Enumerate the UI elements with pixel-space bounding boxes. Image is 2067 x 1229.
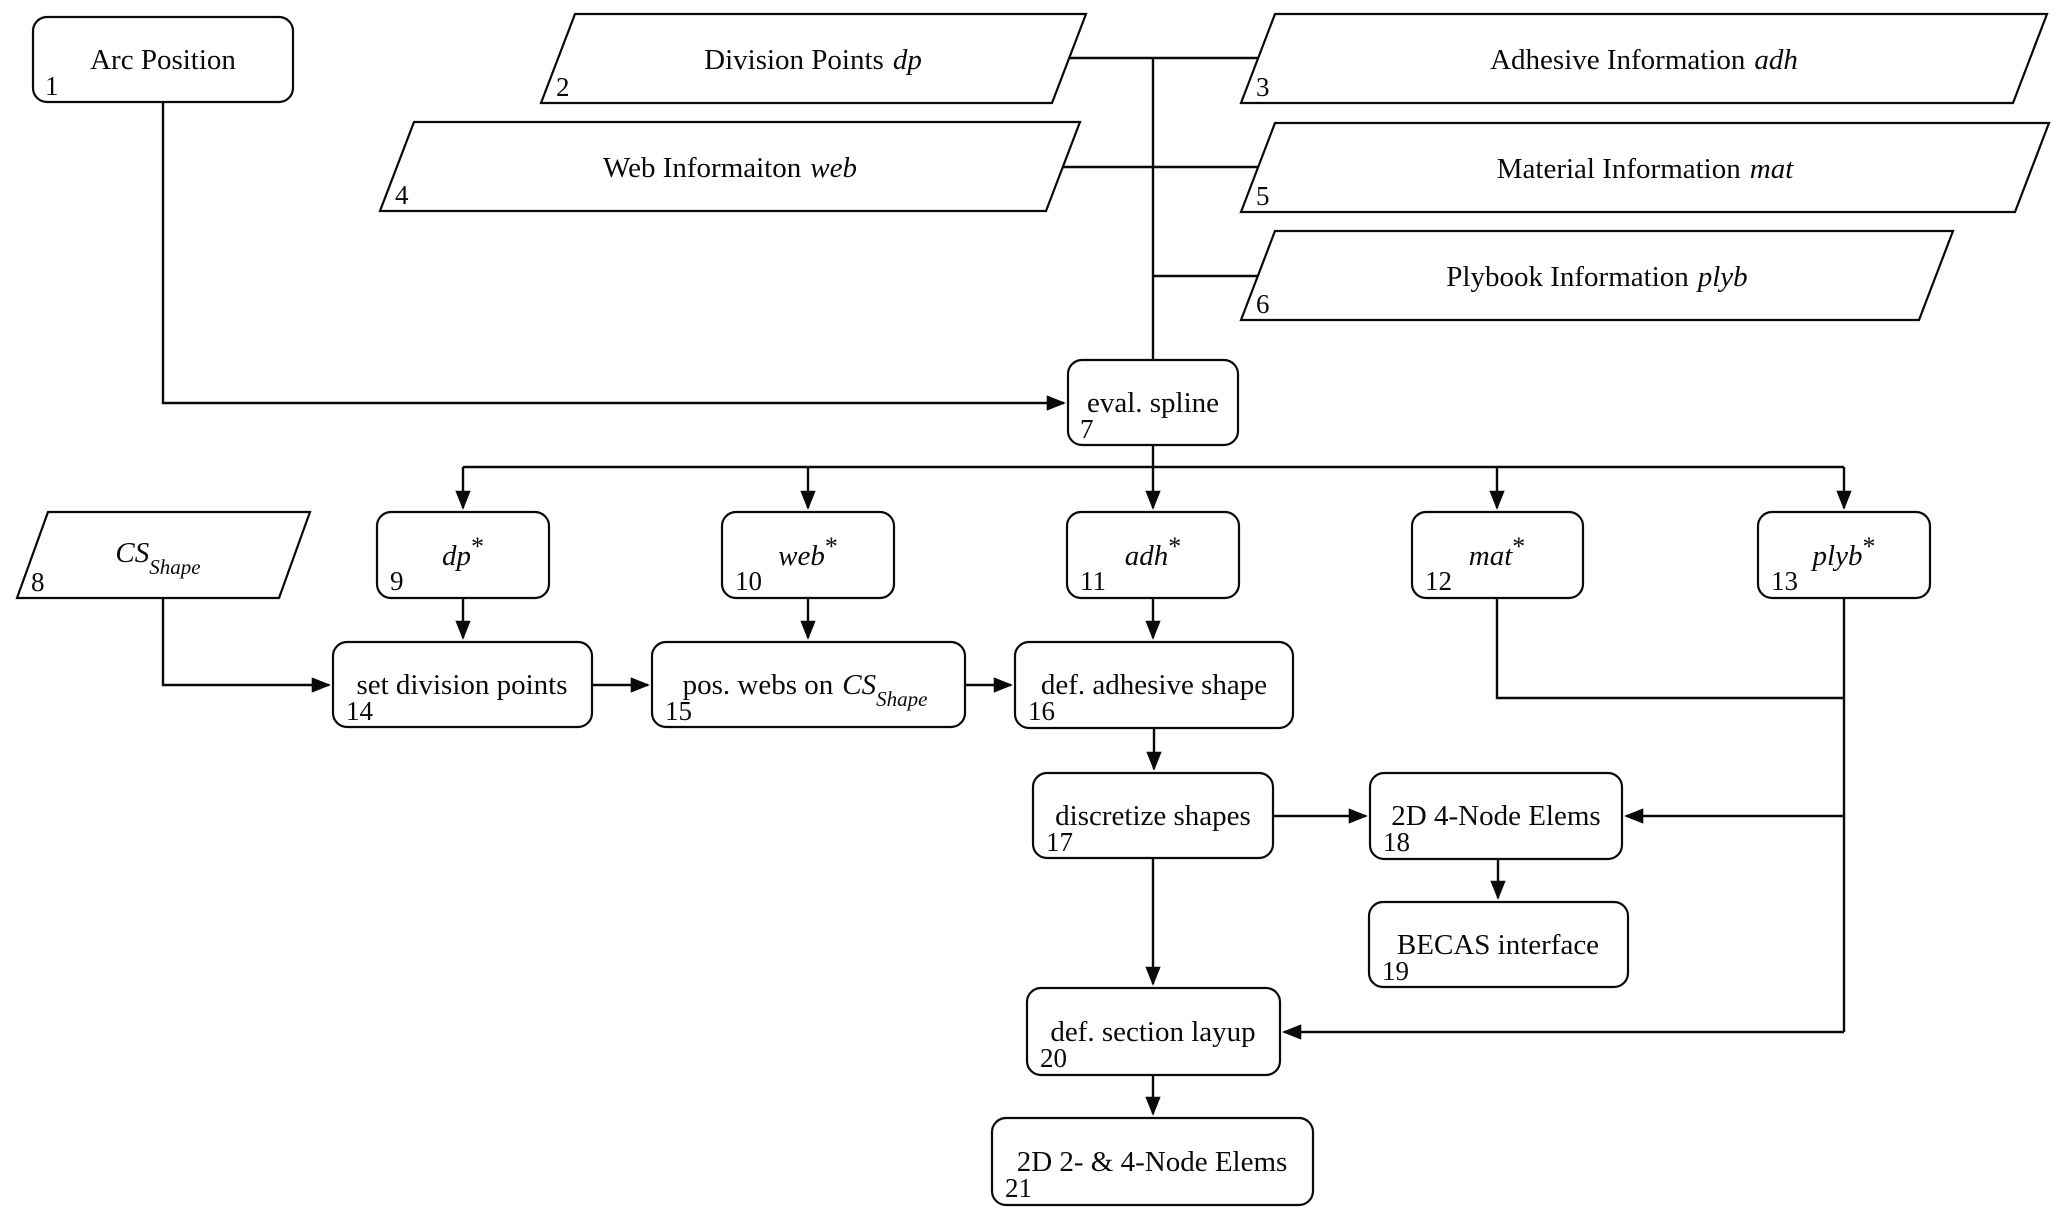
node-2d-2-4node-elems: 2D 2- & 4-Node Elems 21 xyxy=(990,1116,1315,1207)
node-def-section-layup-number: 20 xyxy=(1040,1043,1067,1073)
node-2d-4node-elems-number: 18 xyxy=(1383,827,1410,857)
node-2d-2-4node-elems-number: 21 xyxy=(1005,1173,1032,1203)
node-plybook-information-shape xyxy=(1239,229,1955,322)
node-set-division-points-number: 14 xyxy=(346,696,374,726)
node-division-points-shape xyxy=(539,12,1088,105)
node-dp-star-number: 9 xyxy=(390,566,404,596)
node-adhesive-information-shape xyxy=(1239,12,2049,105)
node-2d-2-4node-elems-label: 2D 2- & 4-Node Elems xyxy=(1017,1146,1288,1178)
node-arc-position-shape xyxy=(31,15,295,104)
node-becas-interface-number: 19 xyxy=(1382,956,1409,986)
node-mat-star-shape xyxy=(1410,510,1585,600)
node-becas-interface: BECAS interface 19 xyxy=(1367,900,1630,989)
node-becas-interface-shape xyxy=(1367,900,1630,989)
edge-mat-star-merge-rail xyxy=(1495,598,1844,700)
node-cs-shape: CSShape 8 xyxy=(15,510,312,600)
node-2d-4node-elems-shape xyxy=(1368,771,1624,861)
node-pos-webs-number: 15 xyxy=(665,696,692,726)
node-discretize-shapes-label: discretize shapes xyxy=(1055,800,1251,832)
node-dp-star: dp* 9 xyxy=(375,510,551,600)
node-web-information-number: 4 xyxy=(395,180,409,210)
node-cs-shape-shape xyxy=(15,510,312,600)
node-plyb-star-label: plyb* xyxy=(1811,532,1876,572)
node-web-star-number: 10 xyxy=(735,566,762,596)
node-eval-spline-shape xyxy=(1066,358,1240,447)
edges xyxy=(161,56,1852,1116)
node-web-star-label: web* xyxy=(778,532,838,572)
node-discretize-shapes-shape xyxy=(1031,771,1275,860)
node-adh-star-number: 11 xyxy=(1080,566,1106,596)
node-web-star: web* 10 xyxy=(720,510,896,600)
node-eval-spline-number: 7 xyxy=(1080,414,1094,444)
node-cs-shape-label: CSShape xyxy=(115,537,200,579)
edge-eval-spline-distribution-bus xyxy=(463,445,1844,469)
node-mat-star-label: mat* xyxy=(1469,532,1526,572)
node-cs-shape-number: 8 xyxy=(31,567,45,597)
node-def-section-layup-shape xyxy=(1025,986,1282,1077)
node-pos-webs-shape xyxy=(650,640,967,729)
node-def-section-layup-label: def. section layup xyxy=(1050,1016,1255,1048)
node-plyb-star-number: 13 xyxy=(1771,566,1798,596)
node-2d-4node-elems: 2D 4-Node Elems 18 xyxy=(1368,771,1624,861)
node-arc-position: Arc Position 1 xyxy=(31,15,295,104)
node-set-division-points: set division points 14 xyxy=(331,640,594,729)
node-set-division-points-label: set division points xyxy=(356,669,567,701)
node-plybook-information-number: 6 xyxy=(1256,289,1270,319)
node-adh-star: adh* 11 xyxy=(1065,510,1241,600)
node-arc-position-label: Arc Position xyxy=(90,44,236,76)
node-web-information-shape xyxy=(378,120,1082,213)
node-division-points-number: 2 xyxy=(556,72,570,102)
node-def-adhesive-shape-number: 16 xyxy=(1028,696,1055,726)
node-plyb-star: plyb* 13 xyxy=(1756,510,1932,600)
node-adhesive-information-number: 3 xyxy=(1256,72,1270,102)
node-dp-star-shape xyxy=(375,510,551,600)
node-plyb-star-shape xyxy=(1756,510,1932,600)
node-material-information-number: 5 xyxy=(1256,181,1270,211)
node-mat-star: mat* 12 xyxy=(1410,510,1585,600)
edge-arc-position-to-eval-spline xyxy=(161,102,1066,411)
node-def-adhesive-shape-label: def. adhesive shape xyxy=(1041,669,1267,701)
node-eval-spline-label: eval. spline xyxy=(1087,387,1219,419)
node-2d-4node-elems-label: 2D 4-Node Elems xyxy=(1391,800,1600,832)
node-set-division-points-shape xyxy=(331,640,594,729)
node-def-adhesive-shape-shape xyxy=(1013,640,1295,730)
node-mat-star-number: 12 xyxy=(1425,566,1452,596)
node-def-adhesive-shape: def. adhesive shape 16 xyxy=(1013,640,1295,730)
node-discretize-shapes-number: 17 xyxy=(1046,827,1073,857)
node-dp-star-label: dp* xyxy=(442,532,484,572)
node-discretize-shapes: discretize shapes 17 xyxy=(1031,771,1275,860)
node-web-star-shape xyxy=(720,510,896,600)
node-eval-spline: eval. spline 7 xyxy=(1066,358,1240,447)
edge-cs-shape-to-set-division-points xyxy=(161,598,331,693)
node-2d-2-4node-elems-shape xyxy=(990,1116,1315,1207)
node-adh-star-label: adh* xyxy=(1125,532,1182,572)
node-becas-interface-label: BECAS interface xyxy=(1397,929,1599,961)
node-def-section-layup: def. section layup 20 xyxy=(1025,986,1282,1077)
node-adh-star-shape xyxy=(1065,510,1241,600)
node-arc-position-number: 1 xyxy=(45,71,59,101)
node-material-information-shape xyxy=(1239,121,2051,214)
